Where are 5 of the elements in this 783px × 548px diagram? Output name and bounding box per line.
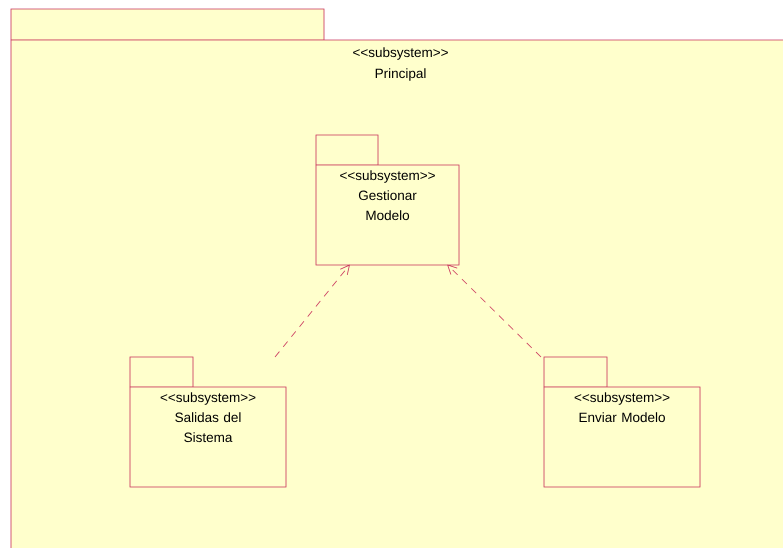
dependency-arrow xyxy=(274,264,350,358)
package-box: <<subsystem>> Enviar Modelo xyxy=(544,356,700,488)
package-box: <<subsystem>> Salidas del Sistema xyxy=(130,356,286,488)
package-box: <<subsystem>> Gestionar Modelo xyxy=(316,134,460,266)
dependency-arrow xyxy=(447,264,542,358)
